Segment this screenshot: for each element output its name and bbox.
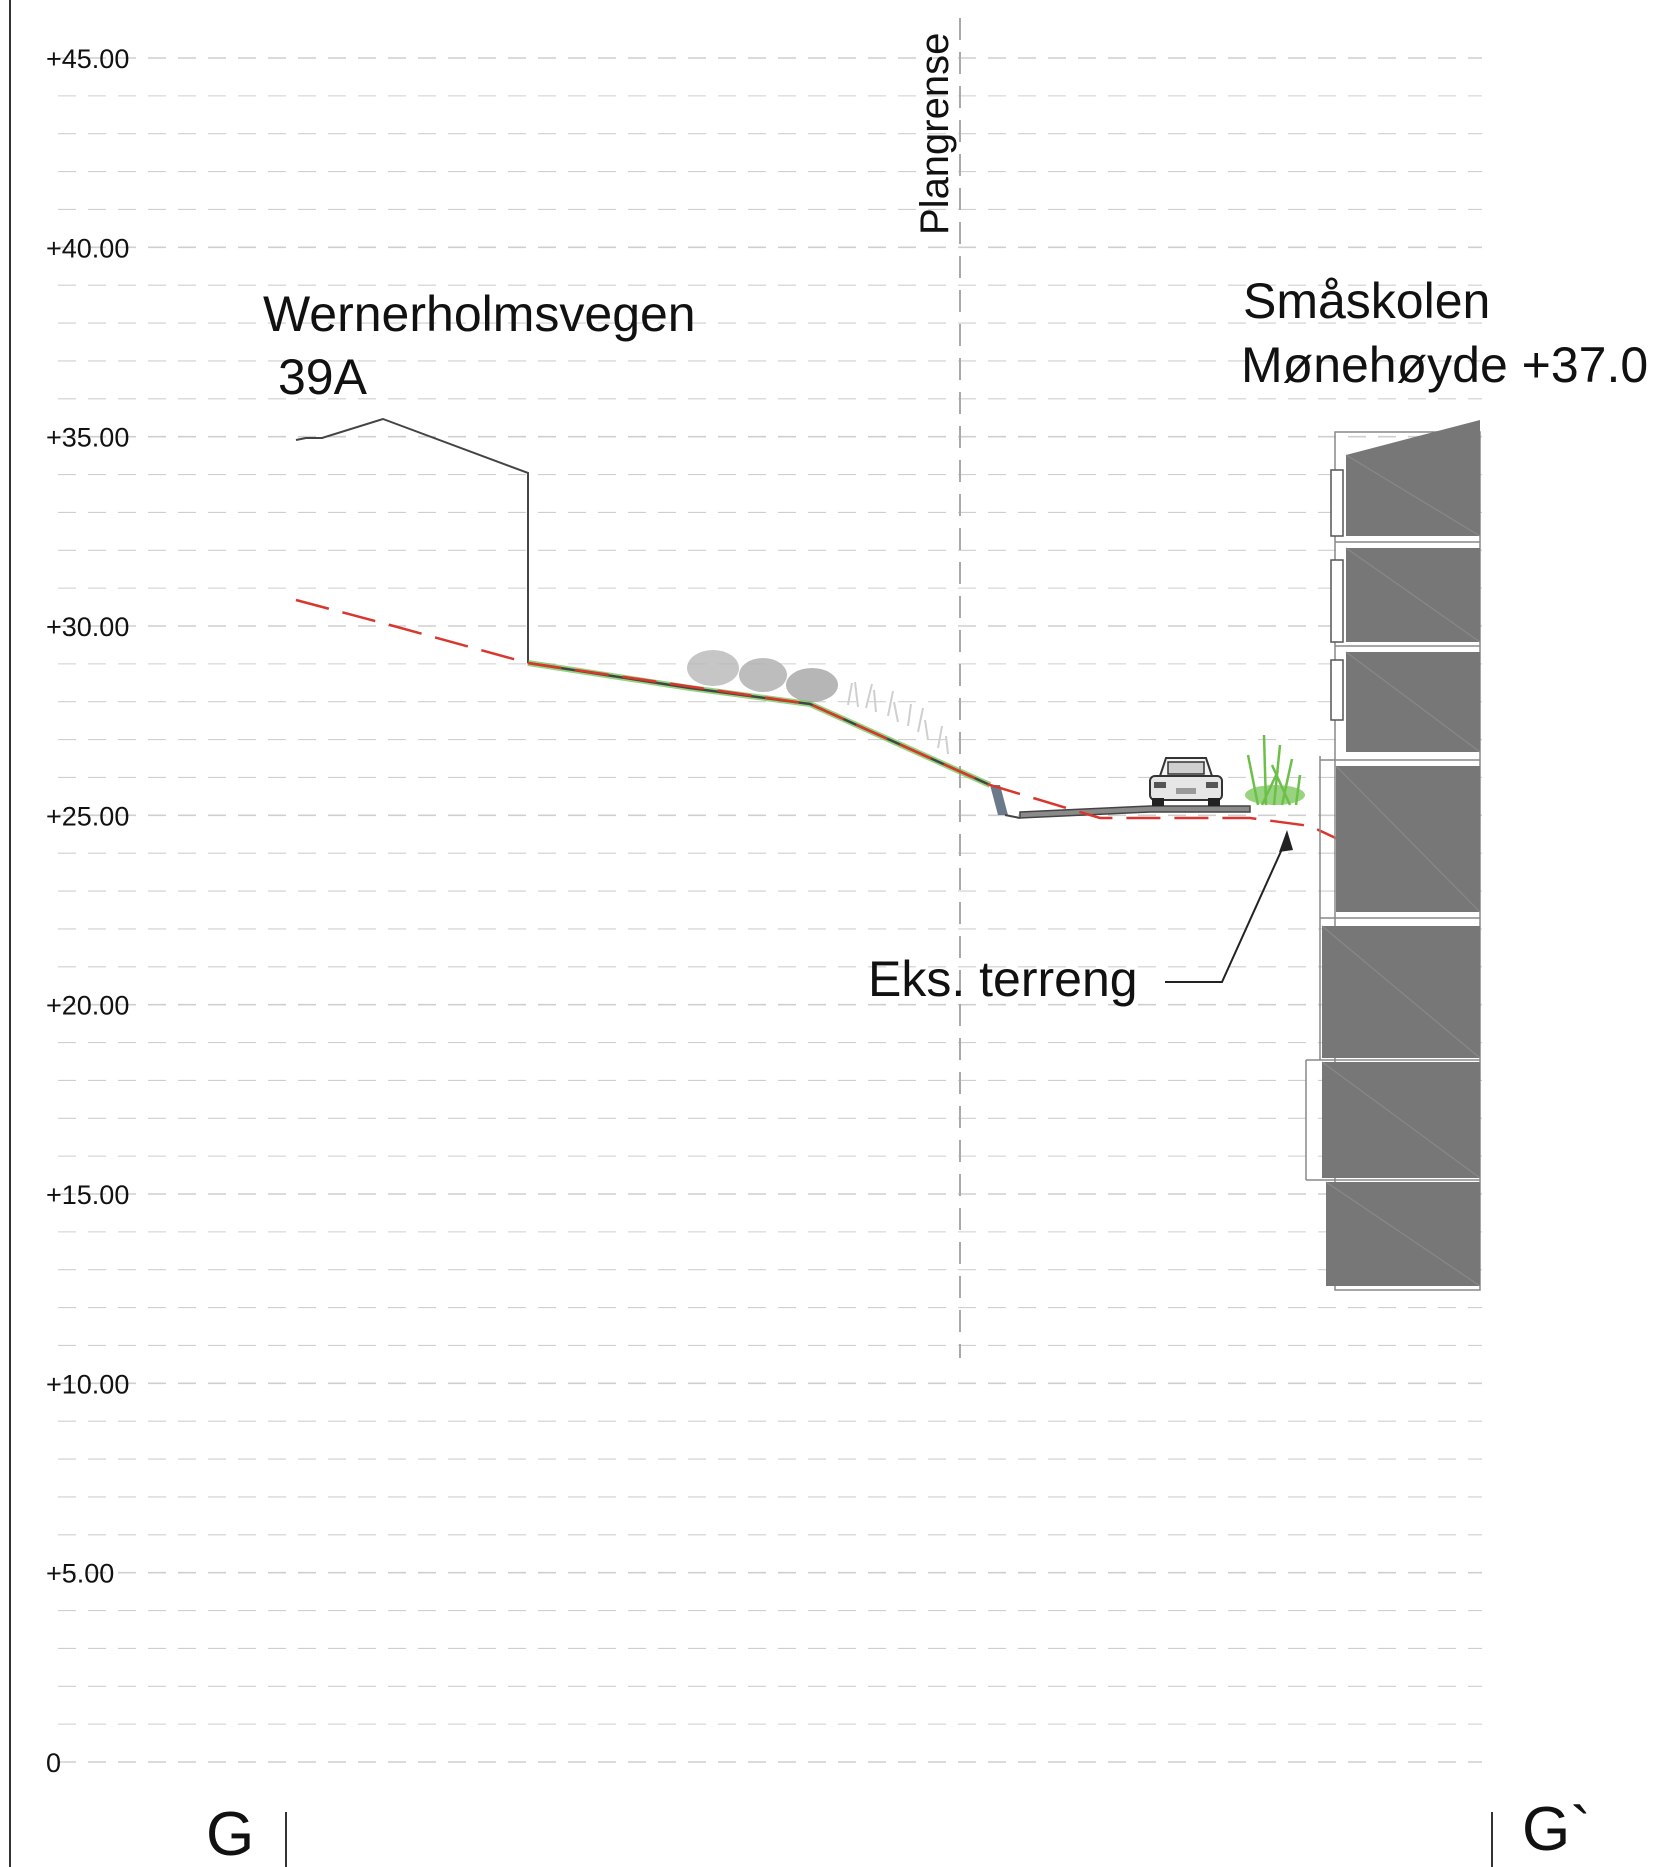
- elevation-label: +5.00: [46, 1559, 114, 1589]
- elevation-label: +40.00: [46, 233, 129, 263]
- retaining-wall: [990, 785, 1008, 815]
- road-surface: [1019, 805, 1251, 819]
- left-building-number: 39A: [278, 349, 368, 405]
- terrain-leader-line: [1165, 837, 1288, 983]
- shrub: [687, 650, 739, 686]
- elevation-label: 0: [46, 1748, 61, 1778]
- section-start-label: G: [206, 1800, 254, 1867]
- right-building: [1305, 420, 1481, 1291]
- leader-arrow-icon: [1279, 830, 1293, 852]
- elevation-label: +20.00: [46, 991, 129, 1021]
- right-building-name: Småskolen: [1243, 273, 1490, 329]
- elevation-grid: [58, 57, 1482, 1763]
- shrub: [786, 668, 838, 702]
- left-building-name: Wernerholmsvegen: [263, 286, 696, 342]
- car-icon: [1149, 757, 1223, 806]
- elevation-label: +25.00: [46, 801, 129, 831]
- existing-terrain-label: Eks. terreng: [868, 951, 1138, 1007]
- elevation-label: +10.00: [46, 1369, 129, 1399]
- elevation-label: +15.00: [46, 1180, 129, 1210]
- grass-plants: [847, 681, 949, 755]
- building-diagonal-hatching: [1321, 454, 1481, 1287]
- left-building-outline: [295, 417, 529, 663]
- elevation-label: +35.00: [46, 423, 129, 453]
- building-floor: [1346, 420, 1480, 536]
- plan-boundary-label: Plangrense: [913, 33, 957, 235]
- elevation-label: +30.00: [46, 612, 129, 642]
- reed-plant-icon: [1245, 734, 1305, 806]
- shrubs: [687, 650, 949, 755]
- building-windows: [1330, 469, 1344, 721]
- section-end-label: G`: [1522, 1795, 1591, 1864]
- elevation-labels: +45.00 +40.00 +35.00 +30.00 +25.00 +20.00 +15.…: [46, 44, 129, 1778]
- terrain-joint: [1004, 814, 1021, 819]
- building-floor-slabs: [1305, 541, 1480, 1181]
- right-building-ridge-height: Mønehøyde +37.0: [1241, 337, 1648, 393]
- shrub: [739, 658, 787, 692]
- elevation-label: +45.00: [46, 44, 129, 74]
